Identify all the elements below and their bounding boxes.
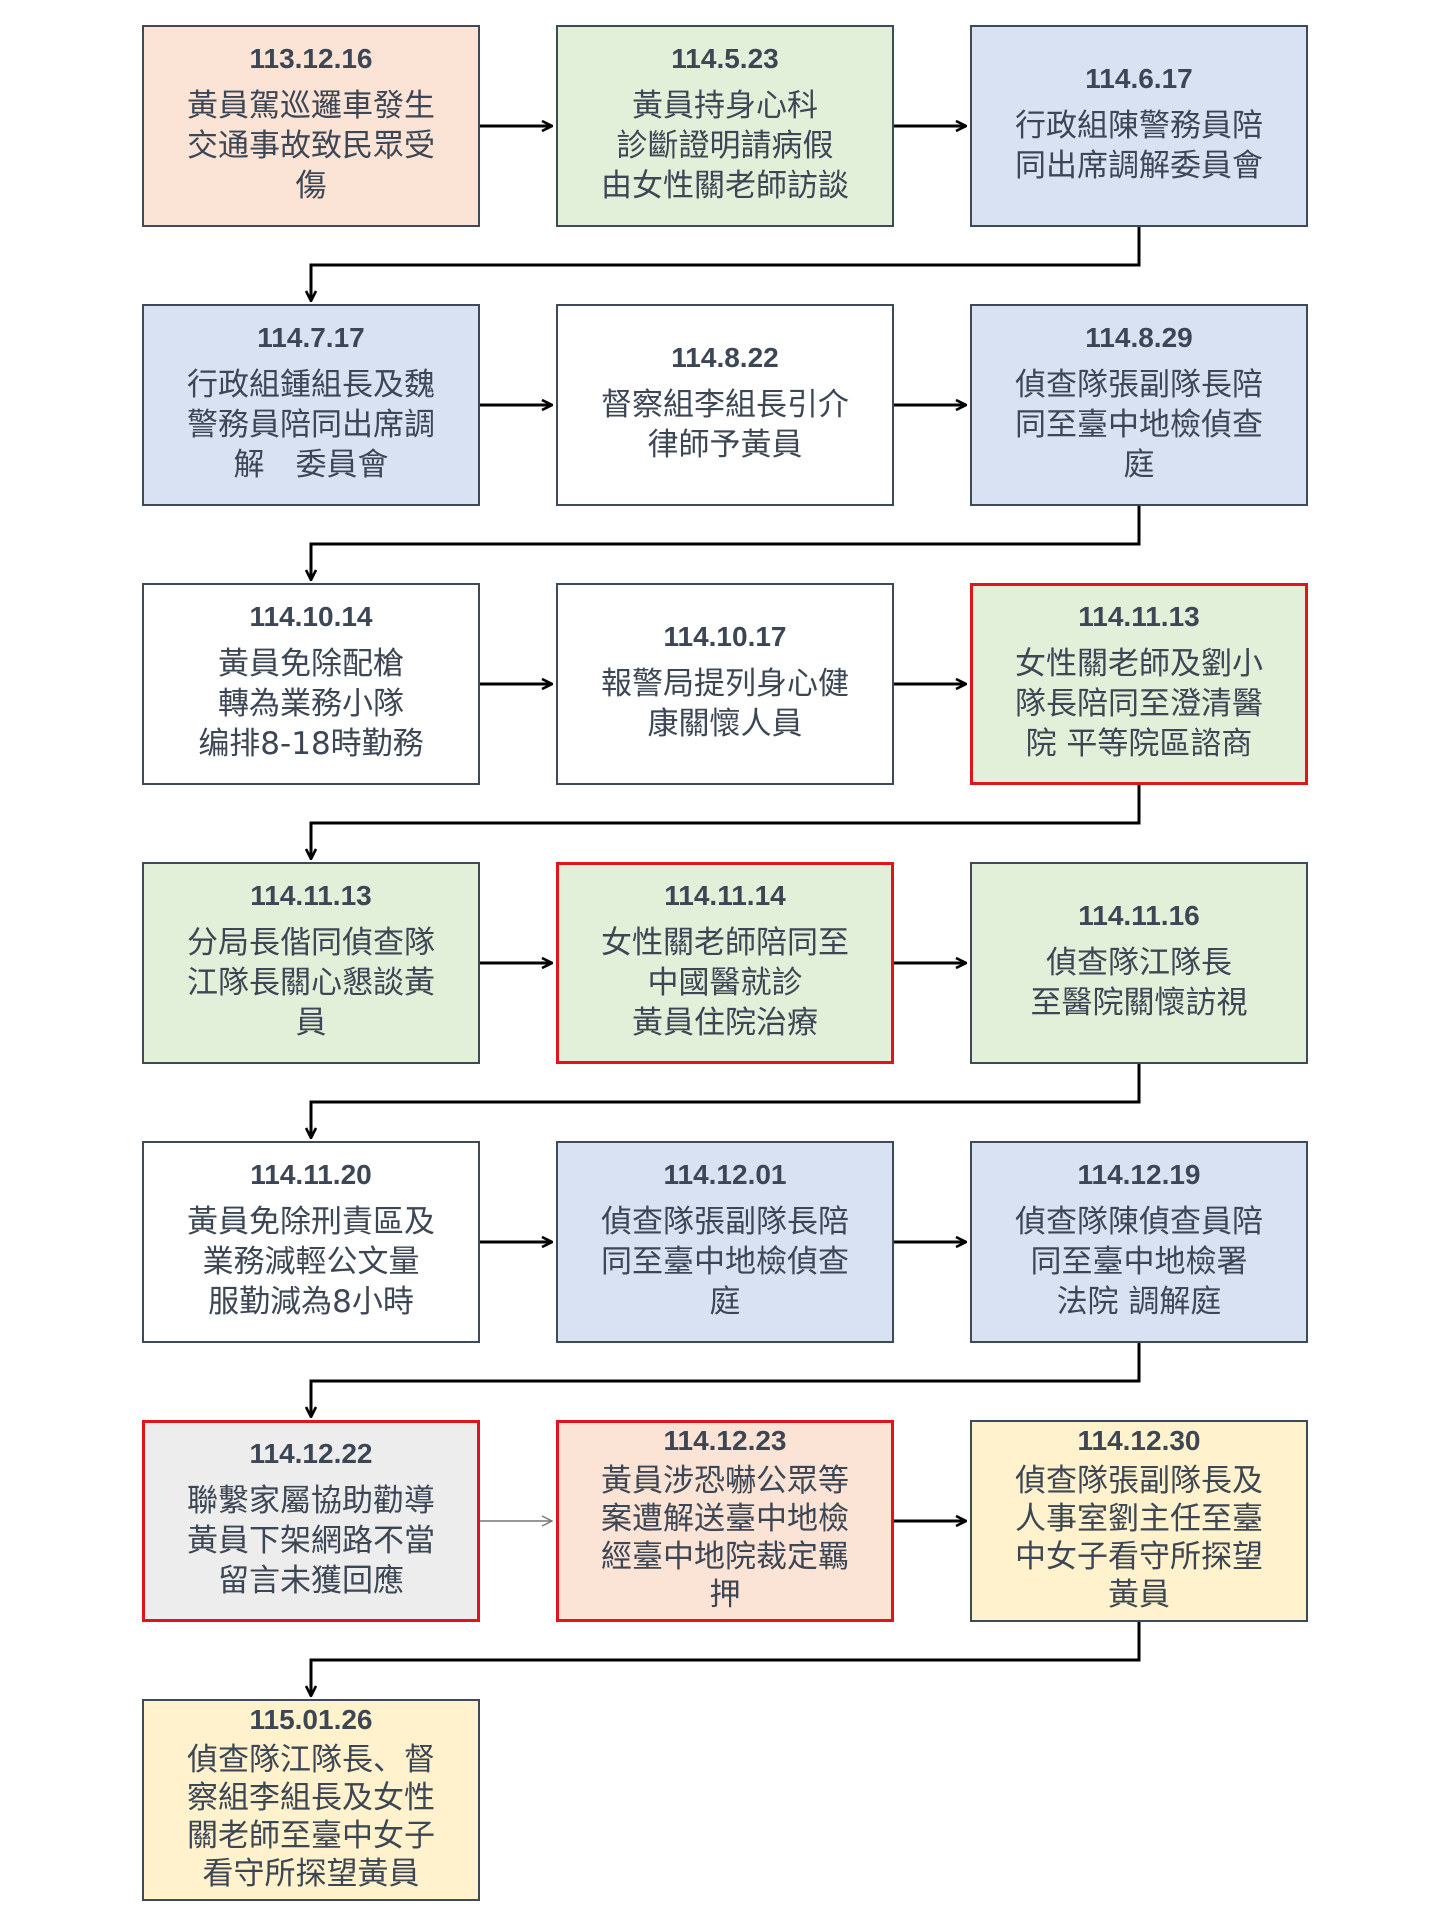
step-text: 偵查隊張副隊長及 人事室劉主任至臺 中女子看守所探望 黃員: [1015, 1463, 1263, 1613]
step-text: 行政組鍾組長及魏 警務員陪同出席調 解 委員會: [187, 367, 435, 483]
step-text: 督察組李組長引介 律師予黃員: [601, 387, 849, 463]
step-box: 114.12.30 偵查隊張副隊長及 人事室劉主任至臺 中女子看守所探望 黃員: [970, 1420, 1308, 1622]
step-text: 分局長偕同偵查隊 江隊長關心懇談黃 員: [187, 925, 435, 1041]
step-date: 114.10.17: [663, 621, 787, 652]
flow-arrow-elbow: [311, 1064, 1141, 1138]
step-text: 黃員涉恐嚇公眾等 案遭解送臺中地檢 經臺中地院裁定羈 押: [601, 1463, 849, 1613]
step-box: 114.8.29 偵查隊張副隊長陪 同至臺中地檢偵查 庭: [970, 304, 1308, 506]
step-text: 偵查隊江隊長、督 察組李組長及女性 關老師至臺中女子 看守所探望黃員: [187, 1742, 435, 1892]
step-date: 114.12.30: [1077, 1425, 1201, 1456]
step-text: 報警局提列身心健 康關懷人員: [601, 666, 849, 742]
step-text: 偵查隊張副隊長陪 同至臺中地檢偵查 庭: [1015, 367, 1263, 483]
step-text: 行政組陳警務員陪 同出席調解委員會: [1015, 108, 1263, 184]
step-date: 114.10.14: [249, 601, 373, 632]
step-box: 114.5.23 黃員持身心科 診斷證明請病假 由女性關老師訪談: [556, 25, 894, 227]
step-date: 114.11.16: [1078, 900, 1200, 931]
step-box: 114.11.13 女性關老師及劉小 隊長陪同至澄清醫 院 平等院區諮商: [970, 583, 1308, 785]
step-text: 黃員持身心科 診斷證明請病假 由女性關老師訪談: [601, 88, 849, 204]
step-box: 114.11.20 黃員免除刑責區及 業務減輕公文量 服勤減為8小時: [142, 1141, 480, 1343]
step-date: 114.11.13: [250, 880, 372, 911]
step-text: 偵查隊陳偵查員陪 同至臺中地檢署 法院 調解庭: [1015, 1204, 1263, 1320]
flow-arrow-elbow: [311, 1343, 1141, 1417]
flow-arrow-elbow: [311, 785, 1141, 859]
step-box: 114.12.22 聯繫家屬協助勸導 黃員下架網路不當 留言未獲回應: [142, 1420, 480, 1622]
step-box: 115.01.26 偵查隊江隊長、督 察組李組長及女性 關老師至臺中女子 看守所探…: [142, 1699, 480, 1901]
step-box: 114.12.01 偵查隊張副隊長陪 同至臺中地檢偵查 庭: [556, 1141, 894, 1343]
step-date: 114.12.23: [663, 1425, 787, 1456]
step-box: 114.8.22 督察組李組長引介 律師予黃員: [556, 304, 894, 506]
flow-arrow-elbow: [311, 1622, 1141, 1696]
step-box: 114.7.17 行政組鍾組長及魏 警務員陪同出席調 解 委員會: [142, 304, 480, 506]
step-date: 114.11.13: [1078, 601, 1200, 632]
flow-arrow-elbow: [311, 227, 1141, 301]
step-text: 女性關老師陪同至 中國醫就診 黃員住院治療: [601, 925, 849, 1041]
step-box: 114.10.14 黃員免除配槍 轉為業務小隊 编排8-18時勤務: [142, 583, 480, 785]
step-date: 113.12.16: [249, 43, 373, 74]
step-date: 114.8.22: [671, 342, 779, 373]
step-date: 114.12.19: [1077, 1159, 1201, 1190]
step-date: 114.8.29: [1085, 322, 1193, 353]
step-date: 114.11.14: [664, 880, 786, 911]
step-text: 黃員免除刑責區及 業務減輕公文量 服勤減為8小時: [187, 1204, 435, 1320]
step-date: 115.01.26: [249, 1704, 373, 1735]
step-date: 114.5.23: [671, 43, 779, 74]
step-date: 114.11.20: [250, 1159, 372, 1190]
step-text: 聯繫家屬協助勸導 黃員下架網路不當 留言未獲回應: [187, 1483, 435, 1599]
step-box: 114.11.16 偵查隊江隊長 至醫院關懷訪視: [970, 862, 1308, 1064]
step-date: 114.12.01: [663, 1159, 787, 1190]
step-text: 女性關老師及劉小 隊長陪同至澄清醫 院 平等院區諮商: [1015, 646, 1263, 762]
step-box: 114.6.17 行政組陳警務員陪 同出席調解委員會: [970, 25, 1308, 227]
step-text: 偵查隊張副隊長陪 同至臺中地檢偵查 庭: [601, 1204, 849, 1320]
step-box: 114.11.13 分局長偕同偵查隊 江隊長關心懇談黃 員: [142, 862, 480, 1064]
step-box: 114.11.14 女性關老師陪同至 中國醫就診 黃員住院治療: [556, 862, 894, 1064]
step-date: 114.7.17: [257, 322, 365, 353]
step-box: 114.12.19 偵查隊陳偵查員陪 同至臺中地檢署 法院 調解庭: [970, 1141, 1308, 1343]
step-box: 114.12.23 黃員涉恐嚇公眾等 案遭解送臺中地檢 經臺中地院裁定羈 押: [556, 1420, 894, 1622]
step-box: 114.10.17 報警局提列身心健 康關懷人員: [556, 583, 894, 785]
step-text: 黃員免除配槍 轉為業務小隊 编排8-18時勤務: [198, 646, 424, 762]
step-text: 黃員駕巡邏車發生 交通事故致民眾受 傷: [187, 88, 435, 204]
step-text: 偵查隊江隊長 至醫院關懷訪視: [1030, 945, 1248, 1021]
flow-arrow-elbow: [311, 506, 1141, 580]
step-date: 114.6.17: [1085, 63, 1193, 94]
step-date: 114.12.22: [249, 1438, 373, 1469]
step-box: 113.12.16 黃員駕巡邏車發生 交通事故致民眾受 傷: [142, 25, 480, 227]
